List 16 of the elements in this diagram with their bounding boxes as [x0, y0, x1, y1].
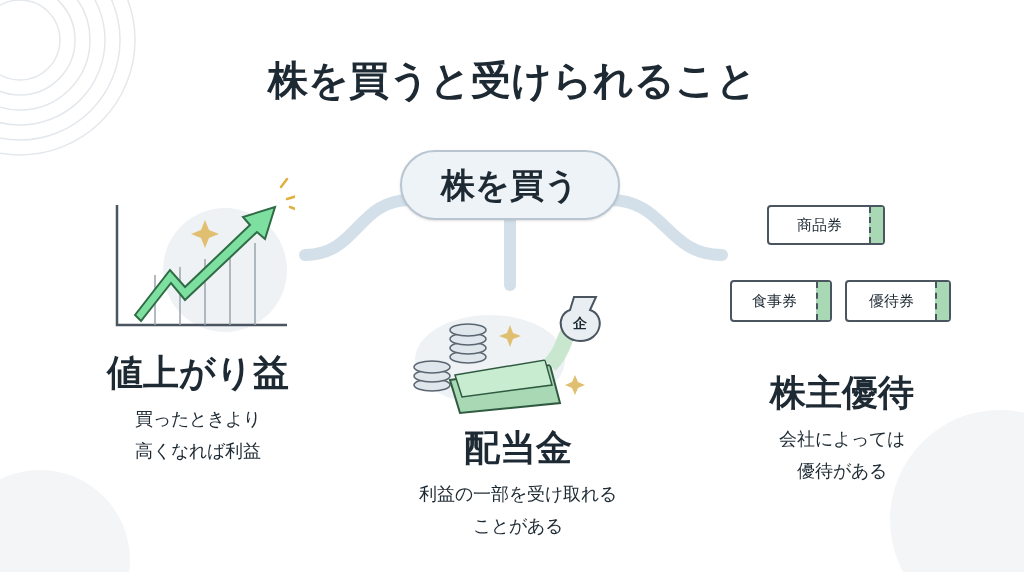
benefit-description: 買ったときより高くなれば利益 [133, 407, 262, 463]
node-title: 株を買う [441, 163, 579, 207]
ticket-label: 商品券 [795, 214, 843, 236]
cloud-bubble [400, 150, 620, 220]
benefit-heading: 配当金 [463, 426, 572, 470]
ticket [845, 280, 951, 322]
ticket [767, 205, 885, 245]
benefit-heading: 値上がり益 [106, 351, 289, 395]
benefit-description: 利益の一部を受け取れることがある [417, 482, 618, 538]
benefit-description: 会社によっては優待がある [778, 427, 906, 483]
ticket-label: 食事券 [750, 290, 798, 312]
title: 株を買うと受けられること [266, 56, 758, 105]
bag-label: 企 [573, 314, 587, 333]
benefit-heading: 株主優待 [770, 371, 914, 415]
ticket [730, 280, 832, 322]
ticket-label: 優待券 [867, 290, 915, 312]
